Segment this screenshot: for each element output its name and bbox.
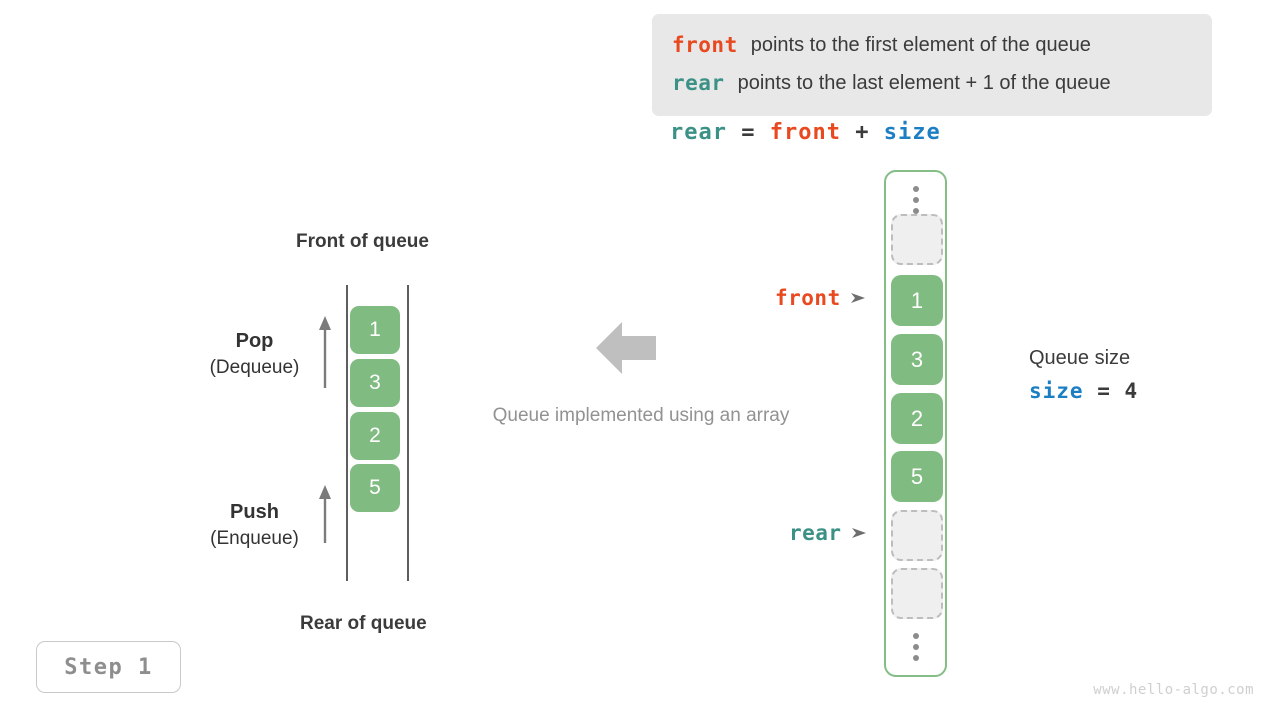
legend-box: front points to the first element of the… [652,14,1212,116]
pointer-arrow-icon [851,528,866,538]
array-slot-empty [891,214,943,265]
legend-description-rear: points to the last element + 1 of the qu… [737,71,1111,94]
push-title: Push [230,501,279,523]
queue-rail-right [407,285,409,581]
array-slot-filled: 1 [891,275,943,326]
queue-size-number: 4 [1124,379,1139,403]
legend-keyword-rear: rear [672,71,725,95]
watermark: www.hello-algo.com [1093,682,1254,698]
center-caption: Queue implemented using an array [492,405,790,426]
push-up-arrow-icon [319,485,331,543]
rear-pointer: rear [789,521,868,545]
formula-plus: + [855,120,870,145]
formula-rhs-size: size [883,120,941,145]
rear-pointer-label: rear [789,521,842,545]
legend-keyword-front: front [672,33,738,57]
queue-cell: 5 [350,464,400,512]
queue-size-equals: = [1097,379,1111,403]
array-container: 1 3 2 5 [884,170,947,677]
pop-title: Pop [235,330,274,352]
push-subtitle: (Enqueue) [210,528,299,549]
queue-size-variable: size [1029,379,1084,403]
legend-row-rear: rear points to the last element + 1 of t… [672,64,1192,102]
queue-size-block: Queue size size = 4 [1029,343,1138,409]
left-arrow-icon [596,322,656,374]
array-slot-filled: 2 [891,393,943,444]
pop-operation-label: Pop (Dequeue) [182,328,327,382]
queue-size-value: size = 4 [1029,373,1138,409]
rear-of-queue-label: Rear of queue [300,613,427,634]
legend-row-front: front points to the first element of the… [672,26,1192,64]
array-slot-filled: 5 [891,451,943,502]
push-operation-label: Push (Enqueue) [182,499,327,553]
queue-size-title: Queue size [1029,347,1131,369]
array-slot-empty [891,510,943,561]
pointer-arrow-icon [850,293,865,303]
front-of-queue-label: Front of queue [296,231,429,252]
front-pointer: front [775,286,867,310]
queue-cell: 3 [350,359,400,407]
step-badge: Step 1 [36,641,181,693]
pop-up-arrow-icon [319,316,331,388]
queue-cell: 2 [350,412,400,460]
formula-lhs: rear [670,120,727,145]
array-slot-filled: 3 [891,334,943,385]
vertical-ellipsis-icon-bottom [912,633,919,661]
front-pointer-label: front [775,286,841,310]
vertical-ellipsis-icon-top [912,186,919,214]
formula-expression: rear = front + size [670,120,941,145]
pop-subtitle: (Dequeue) [209,357,300,378]
formula-equals: = [741,120,756,145]
queue-cell: 1 [350,306,400,354]
array-slot-empty [891,568,943,619]
legend-description-front: points to the first element of the queue [750,33,1091,56]
queue-rail-left [346,285,348,581]
formula-rhs-front: front [769,120,841,145]
